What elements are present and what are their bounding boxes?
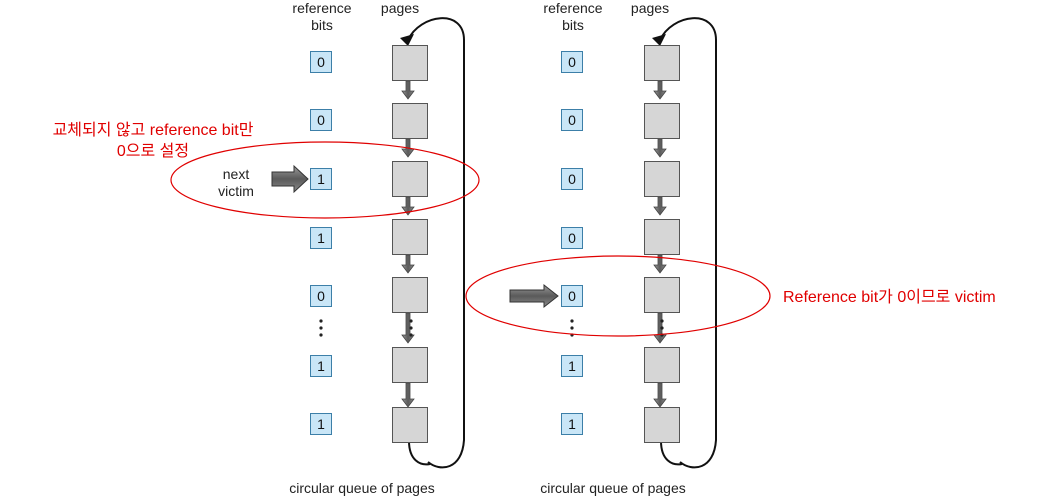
right-queue-loop	[659, 17, 717, 469]
right-link-6	[653, 382, 667, 408]
left-link-1	[401, 80, 415, 100]
right-bit-7: 1	[561, 413, 583, 435]
left-bit-3: 1	[310, 168, 332, 190]
left-page-7	[392, 407, 428, 443]
left-bit-5: 0	[310, 285, 332, 307]
right-page-3	[644, 161, 680, 197]
right-bit-2: 0	[561, 109, 583, 131]
right-bit-5: 0	[561, 285, 583, 307]
left-loop-arrowhead	[400, 34, 414, 46]
left-pages-header: pages	[380, 0, 420, 16]
right-victim-pointer	[509, 283, 559, 309]
right-link-3	[653, 196, 667, 216]
left-bit-2: 0	[310, 109, 332, 131]
right-page-5	[644, 277, 680, 313]
left-victim-pointer	[271, 164, 309, 194]
right-queue-bottom	[660, 440, 683, 466]
left-reference-bits-header: reference bits	[292, 0, 352, 33]
right-reference-bits-header: reference bits	[543, 0, 603, 33]
right-bit-1: 0	[561, 51, 583, 73]
left-link-6	[401, 382, 415, 408]
right-page-6	[644, 347, 680, 383]
right-annotation: Reference bit가 0이므로 victim	[783, 289, 996, 306]
right-link-4	[653, 254, 667, 274]
left-bit-7: 1	[310, 413, 332, 435]
left-bits-ellipsis	[319, 319, 323, 337]
left-page-1	[392, 45, 428, 81]
right-page-2	[644, 103, 680, 139]
left-bit-6: 1	[310, 355, 332, 377]
right-link-5	[653, 312, 667, 344]
left-bit-4: 1	[310, 227, 332, 249]
left-pages-ellipsis	[409, 319, 413, 337]
right-bit-6: 1	[561, 355, 583, 377]
left-bit-1: 0	[310, 51, 332, 73]
next-victim-label: next victim	[218, 166, 254, 199]
right-bit-3: 0	[561, 168, 583, 190]
left-page-2	[392, 103, 428, 139]
left-queue-caption: circular queue of pages	[289, 480, 435, 496]
left-page-3	[392, 161, 428, 197]
left-link-4	[401, 254, 415, 274]
left-annotation: 교체되지 않고 reference bit만 0으로 설정	[52, 122, 254, 160]
right-page-4	[644, 219, 680, 255]
left-page-6	[392, 347, 428, 383]
right-link-1	[653, 80, 667, 100]
right-loop-arrowhead	[652, 34, 666, 46]
right-pages-header: pages	[630, 0, 670, 16]
left-queue-bottom	[408, 440, 431, 466]
right-highlight-ellipse	[465, 255, 771, 337]
right-page-1	[644, 45, 680, 81]
left-queue-loop	[407, 17, 465, 469]
right-link-2	[653, 138, 667, 158]
left-page-4	[392, 219, 428, 255]
right-bit-4: 0	[561, 227, 583, 249]
right-queue-caption: circular queue of pages	[540, 480, 686, 496]
left-highlight-ellipse	[170, 141, 480, 219]
left-page-5	[392, 277, 428, 313]
right-page-7	[644, 407, 680, 443]
